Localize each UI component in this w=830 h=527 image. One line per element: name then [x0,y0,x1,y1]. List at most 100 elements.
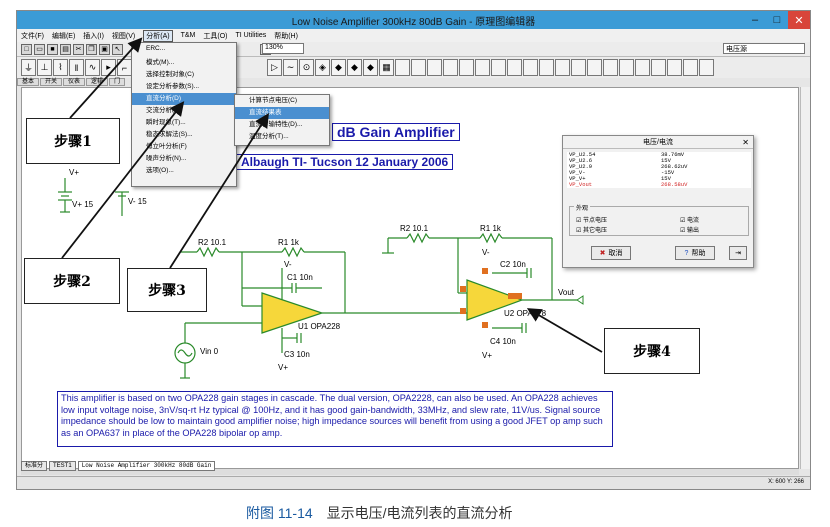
tab-gates[interactable]: 门 [109,78,126,86]
tab-test1[interactable]: TEST1 [49,461,76,471]
slot-1[interactable] [395,59,410,76]
menu-item-steady-state[interactable]: 稳态求解法(S)... [146,131,193,138]
dialog-close-icon[interactable]: ✕ [742,137,749,147]
logic-icon[interactable]: ◆ [347,59,362,76]
check-other-voltage[interactable]: ☑ 其它电压 [576,228,608,234]
paste-icon[interactable]: ▣ [99,43,110,55]
slot-9[interactable] [523,59,538,76]
vertical-scrollbar[interactable] [800,87,810,469]
check-node-voltage[interactable]: ☑ 节点电压 [576,218,608,224]
slot-4[interactable] [443,59,458,76]
menu-file[interactable]: 文件(F) [21,32,44,40]
analysis-menu: ERC... 模式(M)... 选择控制对象(C) 设定分析参数(S)... 直… [131,42,237,187]
vout-label: Vout [558,288,575,297]
table-row[interactable]: VP_V--15V [567,170,751,176]
menu-tm[interactable]: T&M [180,32,196,39]
menu-help[interactable]: 帮助(H) [274,32,298,40]
menu-item-options[interactable]: 选项(O)... [146,167,174,174]
tab-logic[interactable]: 逻辑 [86,78,109,86]
menu-item-transient[interactable]: 瞬时现象(T)... [146,119,186,126]
ground-icon[interactable]: ⏚ [21,59,36,76]
meter-icon[interactable]: ◈ [315,59,330,76]
new-icon[interactable]: □ [21,43,32,55]
menu-analysis[interactable]: 分析(A) [143,29,173,42]
minimize-button[interactable]: – [751,14,759,26]
switch-icon[interactable]: ⌐ [117,59,132,76]
menu-insert[interactable]: 插入(I) [83,32,104,40]
table-row[interactable]: VP_V+15V [567,176,751,182]
tab-standard[interactable]: 标准分 [21,461,48,471]
menu-item-ac-analysis[interactable]: 交流分析(A) [146,107,181,114]
menu-item-erc[interactable]: ERC... [146,45,166,52]
tab-current-doc[interactable]: Low Noise Amplifier 300kHz 80dB Gain [77,461,216,471]
open-icon[interactable]: ▭ [34,43,45,55]
node-name: VP_U2.9 [569,163,593,170]
export-button[interactable]: ⇥ [729,246,747,260]
menu-item-select-control[interactable]: 选择控制对象(C) [146,71,195,78]
cancel-button[interactable]: ✖取消 [591,246,631,260]
probe-icon[interactable]: ◆ [331,59,346,76]
menu-ti-utilities[interactable]: TI Utilities [235,32,267,39]
source-icon[interactable]: ⊙ [299,59,314,76]
battery-icon[interactable]: ⊥ [37,59,52,76]
menu-item-dc-analysis[interactable]: 直流分析(D) [132,93,236,105]
slot-5[interactable] [459,59,474,76]
capacitor-icon[interactable]: ‖ [69,59,84,76]
submenu-dc-transfer[interactable]: 直流传输特性(D)... [249,121,303,128]
slot-17[interactable] [651,59,666,76]
slot-15[interactable] [619,59,634,76]
component-select[interactable]: 电压源 [723,43,805,54]
menu-item-fourier[interactable]: 傅立叶分析(F) [146,143,187,150]
cut-icon[interactable]: ✂ [73,43,84,55]
tab-switches[interactable]: 开关 [40,78,63,86]
check-current[interactable]: ☑ 电流 [680,218,700,224]
node-name: VP_U2.54 [569,151,596,158]
submenu-calc-node-voltage[interactable]: 计算节点电压(C) [249,97,298,104]
resistor-icon[interactable]: ⌇ [53,59,68,76]
slot-14[interactable] [603,59,618,76]
horizontal-scrollbar[interactable] [21,469,799,475]
slot-2[interactable] [411,59,426,76]
save-icon[interactable]: ■ [47,43,58,55]
check-output[interactable]: ☑ 输出 [680,228,700,234]
zoom-select[interactable]: 130% [262,43,304,54]
submenu-temperature[interactable]: 温度分析(T)... [249,133,289,140]
slot-20[interactable] [699,59,714,76]
diode-icon[interactable]: ▸ [101,59,116,76]
slot-3[interactable] [427,59,442,76]
menu-edit[interactable]: 编辑(E) [51,32,76,40]
slot-10[interactable] [539,59,554,76]
menu-item-noise[interactable]: 噪声分析(N)... [146,155,187,162]
print-icon[interactable]: ▤ [60,43,71,55]
menu-item-mode[interactable]: 模式(M)... [146,59,175,66]
slot-7[interactable] [491,59,506,76]
submenu-dc-result-table[interactable]: 直流结果表 [235,107,329,119]
wire-icon[interactable]: ∼ [283,59,298,76]
tab-basic[interactable]: 基本 [17,78,40,86]
help-button[interactable]: ?帮助 [675,246,715,260]
maximize-button[interactable]: □ [773,14,781,26]
menu-tools[interactable]: 工具(O) [203,32,228,40]
slot-11[interactable] [555,59,570,76]
slot-13[interactable] [587,59,602,76]
slot-6[interactable] [475,59,490,76]
slot-12[interactable] [571,59,586,76]
menu-item-analysis-params[interactable]: 设定分析参数(S)... [146,83,200,90]
tab-meters[interactable]: 仪表 [63,78,86,86]
menu-view[interactable]: 视图(V) [111,32,136,40]
pointer-icon[interactable]: ↖ [112,43,123,55]
opamp-icon[interactable]: ▷ [267,59,282,76]
slot-8[interactable] [507,59,522,76]
copy-icon[interactable]: ❐ [86,43,97,55]
inductor-icon[interactable]: ∿ [85,59,100,76]
gate-icon[interactable]: ◆ [363,59,378,76]
slot-16[interactable] [635,59,650,76]
slot-19[interactable] [683,59,698,76]
close-button[interactable]: ✕ [788,11,810,29]
slot-18[interactable] [667,59,682,76]
misc-icon[interactable]: ▦ [379,59,394,76]
